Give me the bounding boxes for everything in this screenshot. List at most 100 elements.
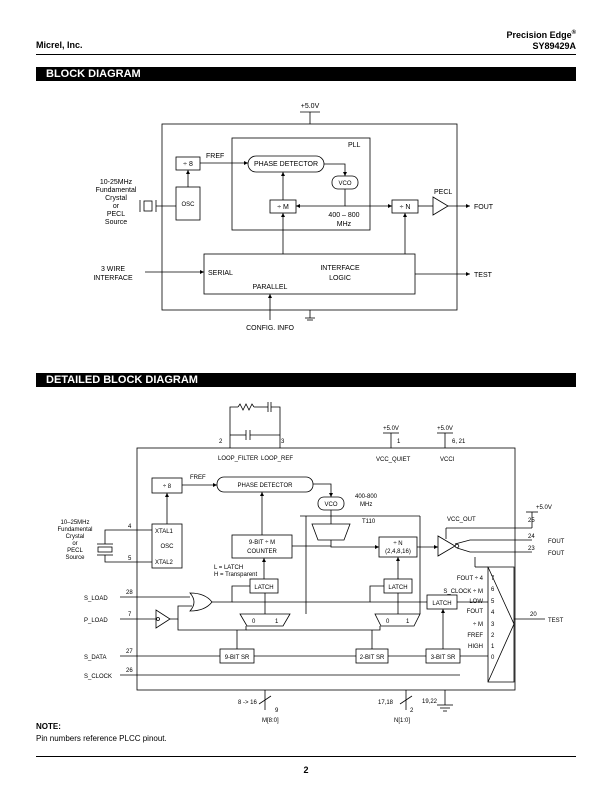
n-bus-width: 2 <box>410 708 414 714</box>
fref-label: FREF <box>206 153 224 160</box>
pll-label: PLL <box>348 142 361 149</box>
parallel-label: PARALLEL <box>253 284 288 291</box>
d-vco-unit: MHz <box>360 502 372 508</box>
loop-filter-wire <box>229 406 238 440</box>
p-load-label: P_LOAD <box>84 618 108 624</box>
mux-n <box>374 613 421 627</box>
output-buffer-bubble <box>454 543 460 549</box>
n-name-label: N[1:0] <box>394 718 410 724</box>
fout-label: FOUT <box>548 539 565 545</box>
d-source-line-1: 10–25MHz <box>60 520 89 526</box>
divn-label: ÷ N <box>400 204 411 211</box>
d-divn-label-2: (2,4,8,16) <box>385 549 411 555</box>
counter-label-1: 9-BIT ÷ M <box>249 540 275 546</box>
t110-mux <box>311 523 351 541</box>
sr2-label: 2-BIT SR <box>360 655 385 661</box>
section-title-detailed-block-diagram: DETAILED BLOCK DIAGRAM <box>36 373 576 387</box>
t110-label: T110 <box>362 519 376 525</box>
source-line-4: or <box>113 203 120 210</box>
mux-m-one: 1 <box>275 619 279 625</box>
interface-label: INTERFACE <box>93 275 133 282</box>
source-line-3: Crystal <box>105 195 127 202</box>
m-bus-width: 9 <box>275 708 279 714</box>
s-data-label: S_DATA <box>84 655 106 661</box>
vcci-label: VCCI <box>440 457 455 463</box>
company-name: Micrel, Inc. <box>36 40 83 50</box>
t110-to-divn <box>330 540 379 549</box>
section-title-block-diagram: BLOCK DIAGRAM <box>36 67 576 81</box>
gnd-pins-label: 19,22 <box>422 699 438 705</box>
sr9-label: 9-BIT SR <box>225 655 250 661</box>
latch-legend-2: H = Transparent <box>214 572 258 578</box>
test-mux-item-5: LOW <box>469 599 483 605</box>
loop-filter-resistor <box>237 403 255 411</box>
latch-enable-bus <box>232 585 384 603</box>
test-mux-num-7: 7 <box>491 576 495 582</box>
serial-label: SERIAL <box>208 270 233 277</box>
pd-to-vco <box>324 163 347 176</box>
test-mux-num-0: 0 <box>491 655 495 661</box>
test-mux-item-2: FREF <box>467 633 483 639</box>
page-number: 2 <box>303 765 309 775</box>
vcci-pins: 6, 21 <box>452 439 466 445</box>
interface-logic-box <box>203 253 416 295</box>
loop-ref-label: LOOP_REF <box>261 456 293 462</box>
test-mux-num-6: 6 <box>491 587 495 593</box>
vcc-quiet-supply: +5.0V <box>383 426 399 432</box>
d-crystal-body <box>97 546 113 553</box>
s-clock-label: S_CLOCK <box>84 674 112 680</box>
d-phase-detector-box <box>216 476 314 493</box>
fout-pin: 24 <box>528 534 535 540</box>
supply-label: +5.0V <box>301 103 320 110</box>
test-mux-num-1: 1 <box>491 644 495 650</box>
product-header: Precision Edge® SY89429A <box>507 28 576 52</box>
footer-rule <box>36 756 576 757</box>
fout-b-label: FOUT <box>548 551 565 557</box>
fout-b-pin: 23 <box>528 546 535 552</box>
test-mux-item-1: HIGH <box>468 644 483 650</box>
note-text: Pin numbers reference PLCC pinout. <box>36 734 167 743</box>
vco-range-label: 400 – 800 <box>328 212 359 219</box>
n-pins-label: 17,18 <box>378 700 394 706</box>
phase-detector-label: PHASE DETECTOR <box>254 161 318 168</box>
test-mux-item-4: FOUT <box>467 609 484 615</box>
fout-b-wire <box>456 547 532 553</box>
p-load-pin: 7 <box>128 612 132 618</box>
vcc-quiet-pin: 1 <box>397 439 401 445</box>
vcc-out-label: VCC_OUT <box>447 517 476 523</box>
osc-label: OSC <box>181 202 195 208</box>
pd-to-vco <box>313 483 333 497</box>
d-source-line-2: Fundamental <box>57 527 92 533</box>
d-div8-label: ÷ 8 <box>163 484 172 490</box>
vco-label: VCO <box>338 181 351 187</box>
d-source-line-3: Crystal <box>66 534 85 540</box>
div8-label: ÷ 8 <box>183 161 193 168</box>
latch-t-label: LATCH <box>432 601 451 607</box>
fout-wire <box>454 539 532 545</box>
source-line-6: Source <box>105 219 127 226</box>
d-source-line-6: Source <box>65 555 85 561</box>
d-osc-label: OSC <box>160 544 174 550</box>
d-test-label: TEST <box>548 618 564 624</box>
pecl-buffer <box>432 196 449 216</box>
or-gate <box>189 592 213 612</box>
pin4-label: 4 <box>128 524 132 530</box>
mux-m-select <box>177 619 247 631</box>
latch-m-label: LATCH <box>254 585 273 591</box>
test-mux <box>487 566 515 683</box>
product-line: Precision Edge <box>506 30 572 40</box>
block-diagram <box>139 111 470 321</box>
s-load-label: S_LOAD <box>84 596 108 602</box>
detailed-labels: 2 3 LOOP_FILTER LOOP_REF +5.0V 1 VCC_QUI… <box>57 426 564 724</box>
detailed-diagram <box>97 402 545 712</box>
xtal1-wire <box>104 529 152 544</box>
s-data-pin: 27 <box>126 649 133 655</box>
vcc-quiet-label: VCC_QUIET <box>376 457 411 463</box>
n-bus-slash <box>399 695 413 705</box>
part-number: SY89429A <box>532 41 576 51</box>
test-mux-item-6: S_CLOCK ÷ M <box>443 589 483 595</box>
d-source-line-5: PECL <box>67 548 83 554</box>
vcc-out-supply: +5.0V <box>536 505 552 511</box>
config-info-label: CONFIG. INFO <box>246 325 294 332</box>
chip-outline <box>161 123 458 311</box>
